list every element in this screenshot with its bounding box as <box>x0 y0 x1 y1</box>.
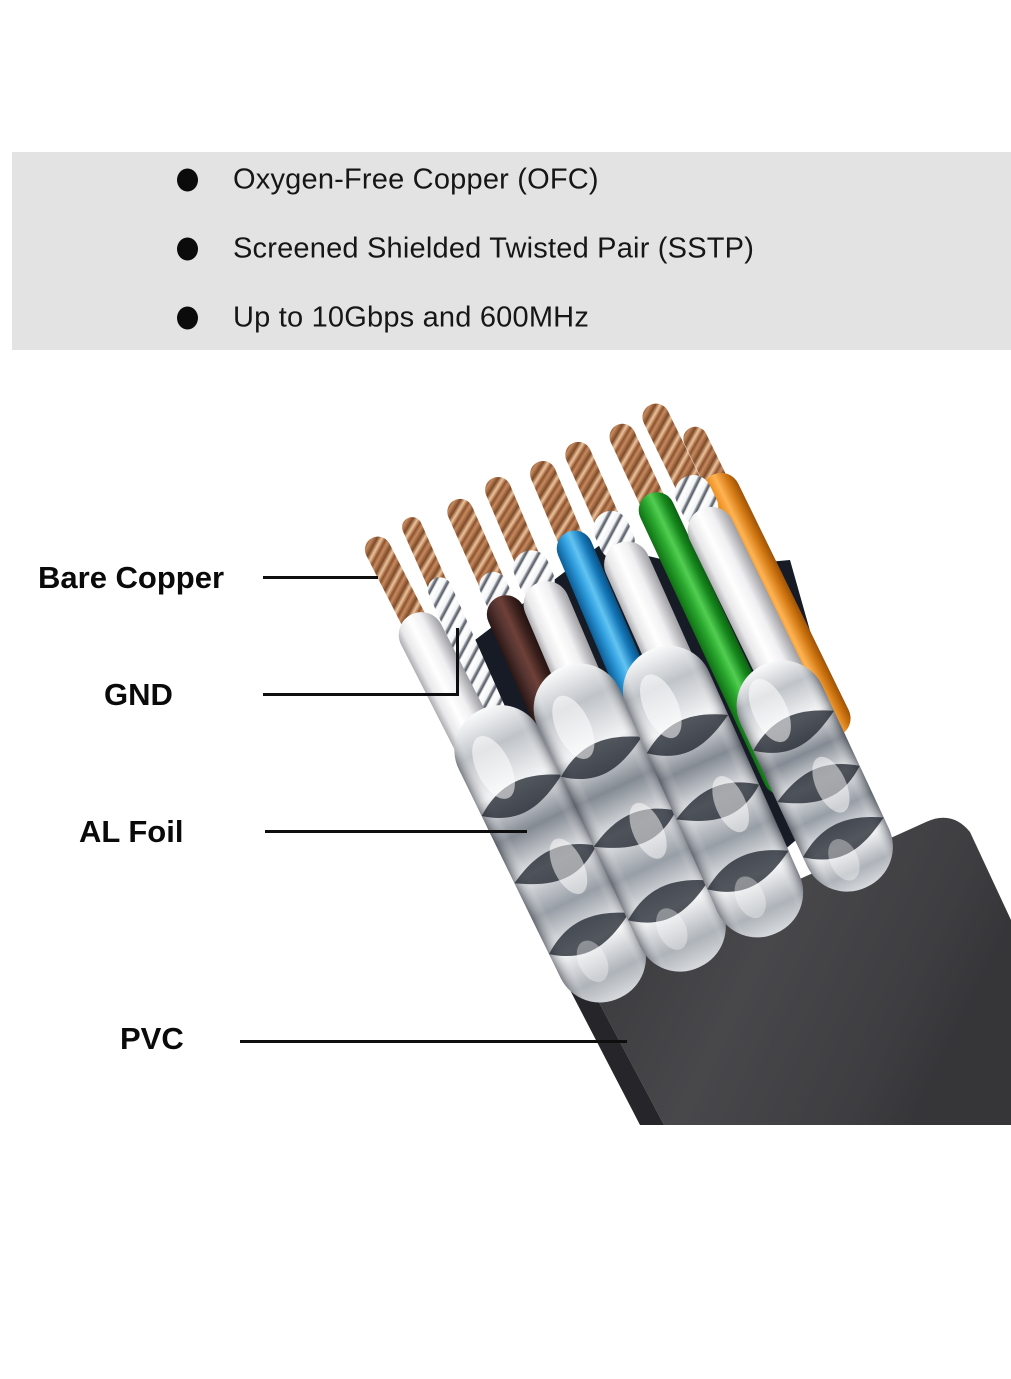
label-bare-copper: Bare Copper <box>38 560 225 595</box>
foil-twist-gap <box>646 714 729 756</box>
copper-strands <box>485 476 541 573</box>
copper-strands <box>364 536 429 636</box>
feature-panel: Oxygen-Free Copper (OFC) Screened Shield… <box>12 152 1011 350</box>
al-foil-pair-3 <box>622 645 804 938</box>
foil-highlight <box>576 940 609 982</box>
foil-highlight <box>748 678 791 743</box>
label-pvc: PVC <box>120 1021 184 1056</box>
leader-line-gnd <box>263 693 459 696</box>
bullet-icon <box>177 168 198 192</box>
foil-twist-gap <box>627 880 709 923</box>
pvc-jacket <box>585 817 1011 1125</box>
label-al-foil: AL Foil <box>79 814 184 849</box>
foil-twist-gap <box>481 774 562 818</box>
al-foil-pair-4 <box>736 660 893 892</box>
copper-strands <box>530 460 585 554</box>
copper-strands <box>447 498 505 595</box>
foil-twist-gap <box>548 912 629 957</box>
foil-twist-gap <box>753 710 835 753</box>
feature-text: Screened Shielded Twisted Pair (SSTP) <box>233 232 755 265</box>
pvc-jacket-edge <box>570 976 664 1125</box>
leader-line-bare-copper <box>263 576 378 579</box>
foils-layer <box>454 645 893 1003</box>
leader-line-gnd-vertical <box>456 628 459 696</box>
al-foil-pair-2 <box>533 663 726 972</box>
foil-highlight <box>656 908 688 950</box>
label-gnd: GND <box>104 677 173 712</box>
foil-highlight <box>712 776 750 833</box>
leader-line-pvc <box>240 1040 627 1043</box>
foil-highlight <box>828 838 860 881</box>
foil-highlight <box>552 695 595 759</box>
feature-text: Oxygen-Free Copper (OFC) <box>233 163 599 196</box>
foil-highlight <box>549 838 588 894</box>
leader-line-al-foil <box>265 830 527 833</box>
foil-twist-gap <box>802 816 884 860</box>
copper-strands <box>565 441 621 534</box>
feature-item: Screened Shielded Twisted Pair (SSTP) <box>177 233 754 266</box>
foil-twist-gap <box>707 850 789 892</box>
copper-strands <box>642 403 703 499</box>
foil-twist-gap <box>561 736 642 780</box>
foil-highlight <box>629 802 667 859</box>
feature-item: Oxygen-Free Copper (OFC) <box>177 164 599 197</box>
feature-text: Up to 10Gbps and 600MHz <box>233 301 590 334</box>
bullet-icon <box>177 237 198 261</box>
copper-strands <box>609 423 666 516</box>
bullet-icon <box>177 306 198 330</box>
foil-highlight <box>472 736 515 799</box>
feature-item: Up to 10Gbps and 600MHz <box>177 302 589 335</box>
foil-highlight <box>734 876 766 919</box>
al-foil-pair-1 <box>454 705 646 1003</box>
foil-highlight <box>812 756 850 813</box>
foil-highlight <box>640 674 682 739</box>
